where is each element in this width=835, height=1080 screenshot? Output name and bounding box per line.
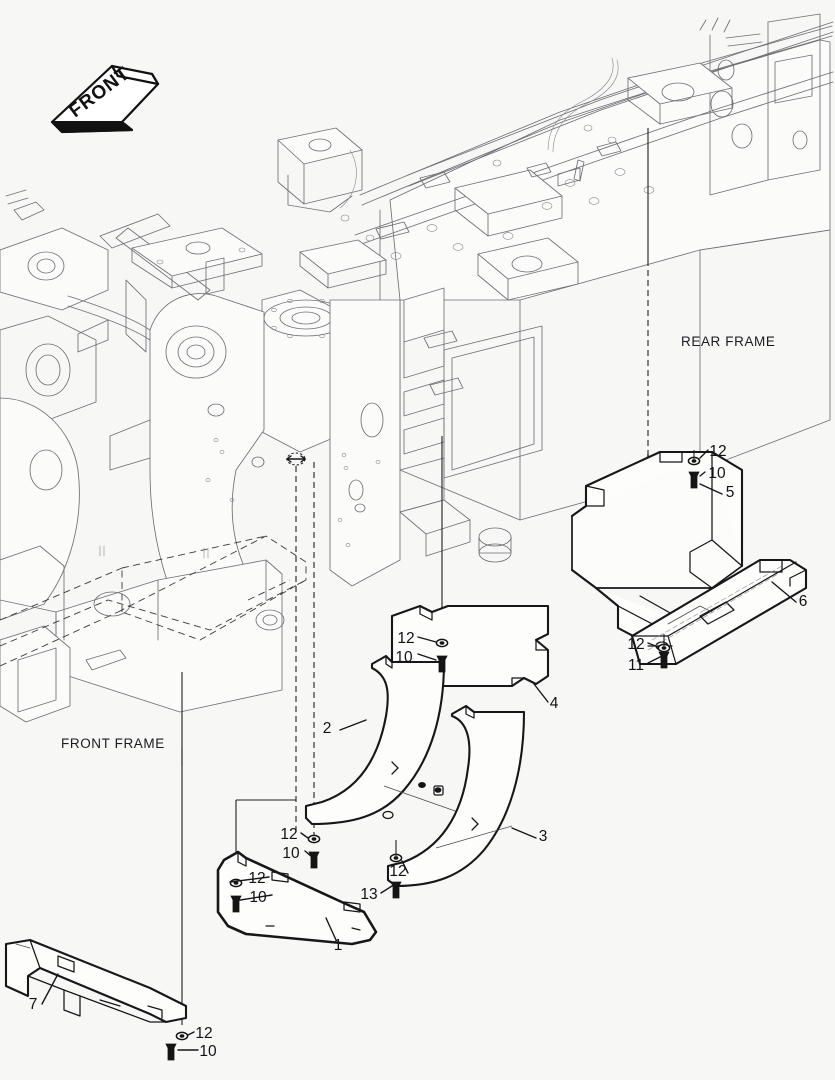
fastener-group-item7 — [165, 1031, 189, 1061]
part-1-lower-left-cover-panel — [216, 850, 378, 946]
fastener-group-item3 — [389, 840, 403, 899]
part-3-center-right-fender-guard — [386, 704, 526, 888]
callout-10-item1: 10 — [249, 889, 267, 906]
part-5-rear-frame-guard-panel — [570, 450, 744, 652]
front-direction-arrow: FRONT — [50, 63, 160, 134]
fastener-group-item2 — [307, 834, 321, 869]
callout-12-item4: 12 — [397, 630, 414, 647]
text-labels: REAR FRAME FRONT FRAME 1 2 3 4 5 6 7 10 … — [29, 334, 808, 1060]
callout-12-item7: 12 — [195, 1025, 212, 1042]
callout-10-item2: 10 — [282, 845, 300, 862]
callout-5: 5 — [726, 484, 735, 501]
part-6-rear-frame-support-rail — [630, 558, 808, 666]
fastener-group-item5 — [687, 450, 701, 489]
callout-4: 4 — [550, 695, 559, 712]
callout-12-item1: 12 — [248, 870, 265, 887]
callout-10-item7: 10 — [199, 1043, 217, 1060]
fastener-group-item4 — [435, 638, 449, 673]
label-rear-frame: REAR FRAME — [681, 334, 776, 349]
callout-12-item6: 12 — [627, 636, 644, 653]
callout-11-item6: 11 — [628, 657, 644, 674]
callout-7: 7 — [29, 996, 38, 1013]
hidden-install-outline-part1 — [0, 535, 307, 667]
callout-12-item2: 12 — [280, 826, 297, 843]
label-front-frame: FRONT FRAME — [61, 736, 165, 751]
fasteners — [165, 450, 701, 1061]
callout-2: 2 — [323, 720, 332, 737]
callout-6: 6 — [799, 593, 808, 610]
part-7-front-frame-support-bracket — [4, 938, 188, 1024]
machine-frame-reference-drawing — [0, 13, 834, 723]
callout-12-item5: 12 — [709, 443, 726, 460]
callout-10-item4: 10 — [395, 649, 413, 666]
callout-3: 3 — [539, 828, 548, 845]
callout-1: 1 — [334, 937, 343, 954]
callout-12-item3: 12 — [389, 863, 406, 880]
callout-leader-lines — [41, 449, 797, 1051]
section-arrow-marker — [285, 452, 307, 466]
fastener-group-item6 — [657, 634, 671, 669]
callout-13-item3: 13 — [360, 886, 377, 903]
part-2-center-left-fender-guard — [304, 654, 459, 826]
callout-10-item5: 10 — [708, 465, 726, 482]
